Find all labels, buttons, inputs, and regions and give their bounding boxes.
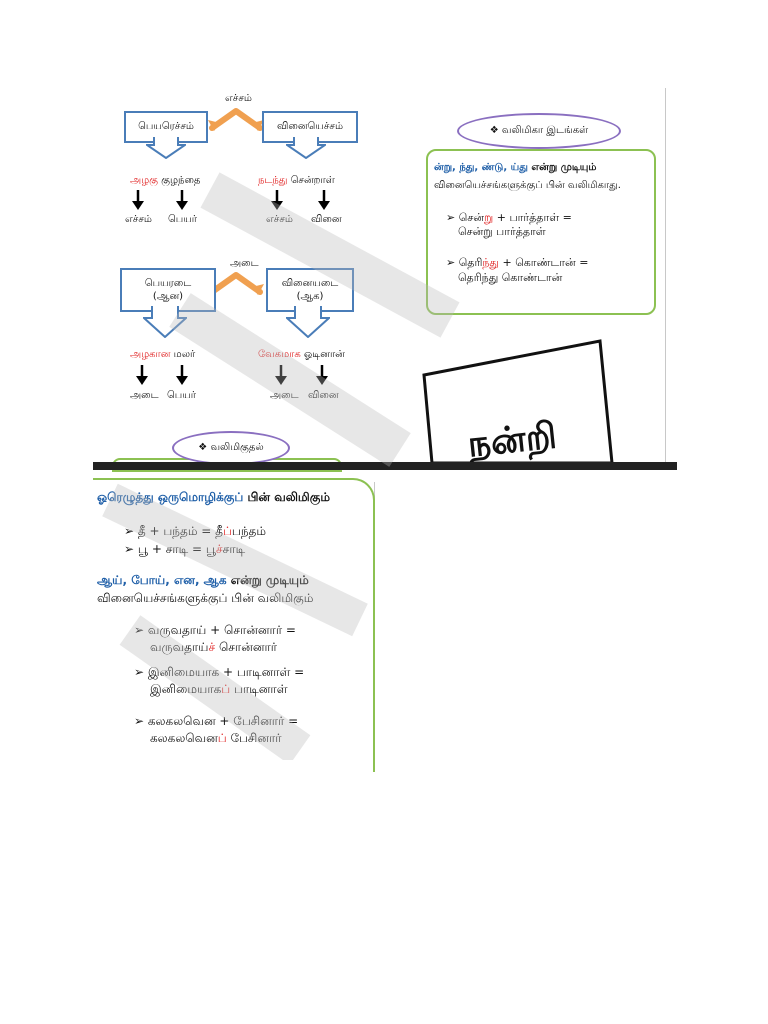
chevron-right-icon: ➢	[124, 524, 138, 538]
down-arrow-icon	[271, 190, 283, 210]
chevron-right-icon: ➢	[446, 256, 459, 269]
valimigudhal-example-2: ➢ இனிமையாக + பாடினாள் =	[134, 665, 305, 679]
down-arrow-icon	[132, 190, 144, 210]
valimigudhal-item-2: ➢ பூ + சாடி = பூச்சாடி	[124, 542, 246, 556]
box-down-arrow-icon	[286, 306, 330, 338]
down-arrow-icon	[316, 365, 328, 385]
valimiga-bullet-2-result: தெரிந்து கொண்டான்	[458, 271, 563, 284]
down-arrow-icon	[318, 190, 330, 210]
valimiga-bullet-1: ➢ சென்று + பார்த்தாள் =	[446, 211, 572, 224]
group2-word: அடை	[130, 390, 159, 401]
orange-chevron-icon	[208, 108, 264, 131]
valimiga-heading-line2: வினையெச்சங்களுக்குப் பின் வலிமிகாது.	[434, 180, 621, 191]
group2-word: பெயர்	[167, 390, 197, 401]
watermark-graphic	[102, 483, 368, 760]
valimiga-heading: ன்று, ந்து, ண்டு, ய்து என்று முடியும்	[434, 162, 597, 173]
box-down-arrow-icon	[286, 137, 326, 159]
chevron-right-icon: ➢	[134, 623, 148, 637]
chevron-right-icon: ➢	[134, 714, 148, 728]
group1-word: எச்சம்	[266, 214, 293, 225]
valimigudhal-heading2: ஆய், போய், என, ஆக என்று முடியும்	[97, 573, 309, 587]
valimigudhal-example-1: ➢ வருவதாய் + சொன்னார் =	[134, 623, 296, 637]
group1-right-example: நடந்து சென்றாள்	[258, 175, 335, 186]
valimigudhal-item-1: ➢ தீ + பந்தம் = தீப்பந்தம்	[124, 524, 267, 538]
box-down-arrow-icon	[146, 137, 186, 159]
section-divider	[93, 462, 677, 470]
watermark-graphic	[169, 172, 460, 467]
valimigudhal-title-ellipse: ❖ வலிமிகுதல்	[172, 431, 290, 465]
valimigudhal-example-3: ➢ கலகலவென + பேசினார் =	[134, 714, 299, 728]
page-edge	[665, 88, 666, 463]
peyaradai-box: பெயரடை (ஆன)	[120, 268, 216, 312]
chevron-right-icon: ➢	[446, 211, 459, 224]
group1-left-example: அழகு குழந்தை	[130, 175, 201, 186]
group1-label: எச்சம்	[225, 93, 252, 104]
group1-word: வினை	[311, 214, 342, 225]
valimigudhal-example-2-result: இனிமையாகப் பாடினாள்	[150, 682, 288, 696]
valimigudhal-example-3-result: கலகலவெனப் பேசினார்	[150, 731, 282, 745]
valimiga-bullet-1-result: சென்று பார்த்தாள்	[458, 225, 546, 238]
down-arrow-icon	[176, 190, 188, 210]
valimiga-box	[426, 149, 656, 315]
chevron-right-icon: ➢	[124, 542, 138, 556]
valimiga-title-ellipse: ❖ வலிமிகா இடங்கள்	[457, 113, 621, 149]
group2-word: அடை	[270, 390, 299, 401]
valimigudhal-box	[93, 478, 375, 772]
valimigudhal-example-1-result: வருவதாய்ச் சொன்னார்	[150, 640, 278, 654]
group1-word: எச்சம்	[125, 214, 152, 225]
group2-right-example: வேகமாக ஓடினான்	[258, 349, 345, 360]
valimigudhal-heading1: ஓரெழுத்து ஒருமொழிக்குப் பின் வலிமிகும்	[97, 490, 330, 504]
chevron-right-icon: ➢	[134, 665, 148, 679]
valimiga-bullet-2: ➢ தெரிந்து + கொண்டான் =	[446, 256, 589, 269]
group2-left-example: அழகான மலர்	[130, 349, 196, 360]
box-down-arrow-icon	[143, 306, 187, 338]
vinaiyadai-box: வினையடை (ஆக)	[266, 268, 354, 312]
down-arrow-icon	[275, 365, 287, 385]
valimigudhal-heading2-line2: வினையெச்சங்களுக்குப் பின் வலிமிகும்	[97, 591, 314, 605]
group1-word: பெயர்	[168, 214, 198, 225]
down-arrow-icon	[136, 365, 148, 385]
group2-label: அடை	[230, 258, 259, 269]
group2-word: வினை	[308, 390, 339, 401]
down-arrow-icon	[176, 365, 188, 385]
